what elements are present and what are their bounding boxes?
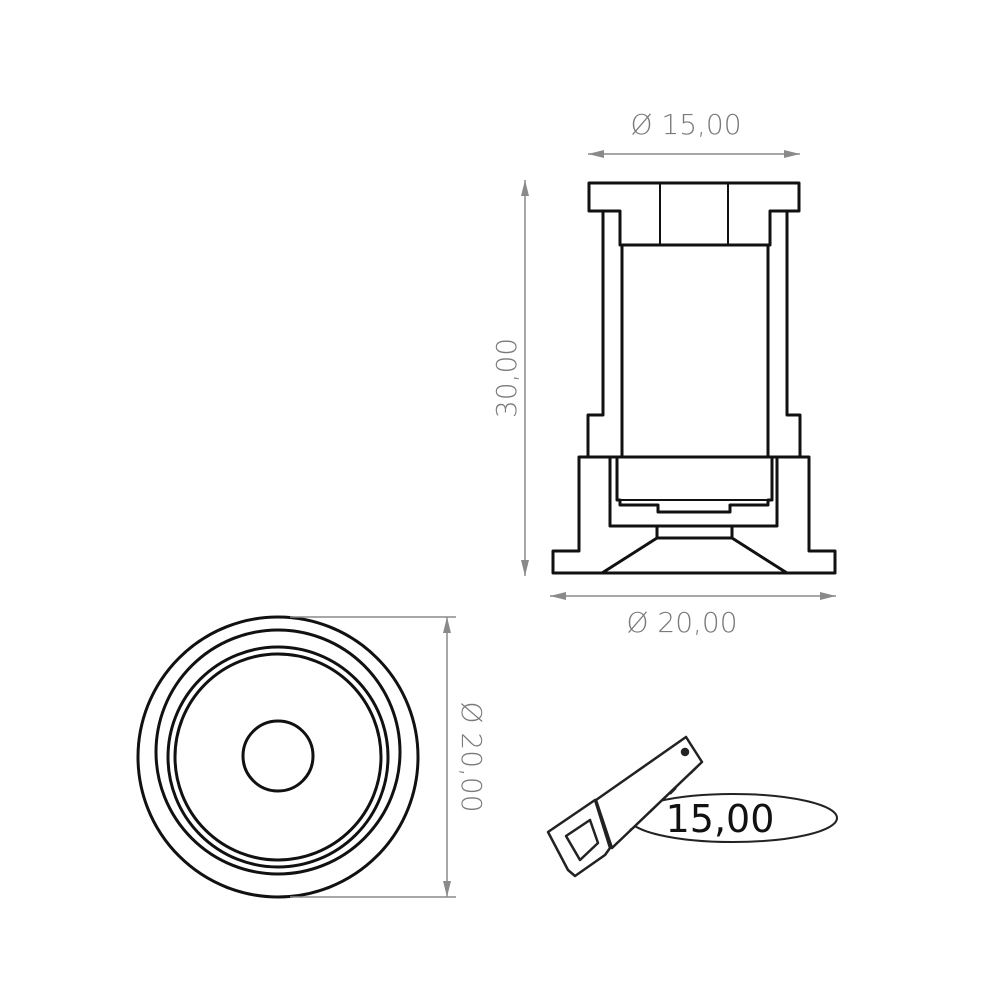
cone (601, 536, 788, 575)
base (551, 455, 837, 575)
dimension-top-diameter: Ø 15,00 (588, 108, 800, 158)
inner-circle (173, 652, 383, 862)
top-view: Ø 20,00 (136, 615, 488, 899)
front-view: Ø 15,00 30,00 Ø 20,00 (490, 108, 837, 639)
dim-text-top-view: Ø 20,00 (455, 701, 488, 812)
dimension-bottom-diameter: Ø 20,00 (550, 592, 836, 639)
cut-length-annotation: 15,00 (546, 735, 838, 878)
outer-circle (136, 615, 420, 899)
cut-length-value: 15,00 (666, 797, 775, 841)
inner-circle-outer (166, 645, 390, 869)
dimension-top-view-diameter: Ø 20,00 (290, 616, 488, 898)
dim-text-top: Ø 15,00 (630, 108, 741, 141)
outer-wall-right (785, 211, 802, 457)
inner-insert (615, 457, 774, 514)
top-cap (587, 181, 801, 247)
inner-tube (620, 243, 770, 459)
dim-text-bottom: Ø 20,00 (626, 606, 737, 639)
outer-wall-left (586, 211, 605, 457)
rim-circle (154, 628, 402, 876)
inner-cup (608, 457, 779, 528)
neck (655, 526, 734, 540)
dimension-height: 30,00 (490, 180, 529, 576)
dim-text-height: 30,00 (490, 338, 523, 418)
center-hole (241, 719, 315, 793)
saw-icon (546, 735, 704, 878)
